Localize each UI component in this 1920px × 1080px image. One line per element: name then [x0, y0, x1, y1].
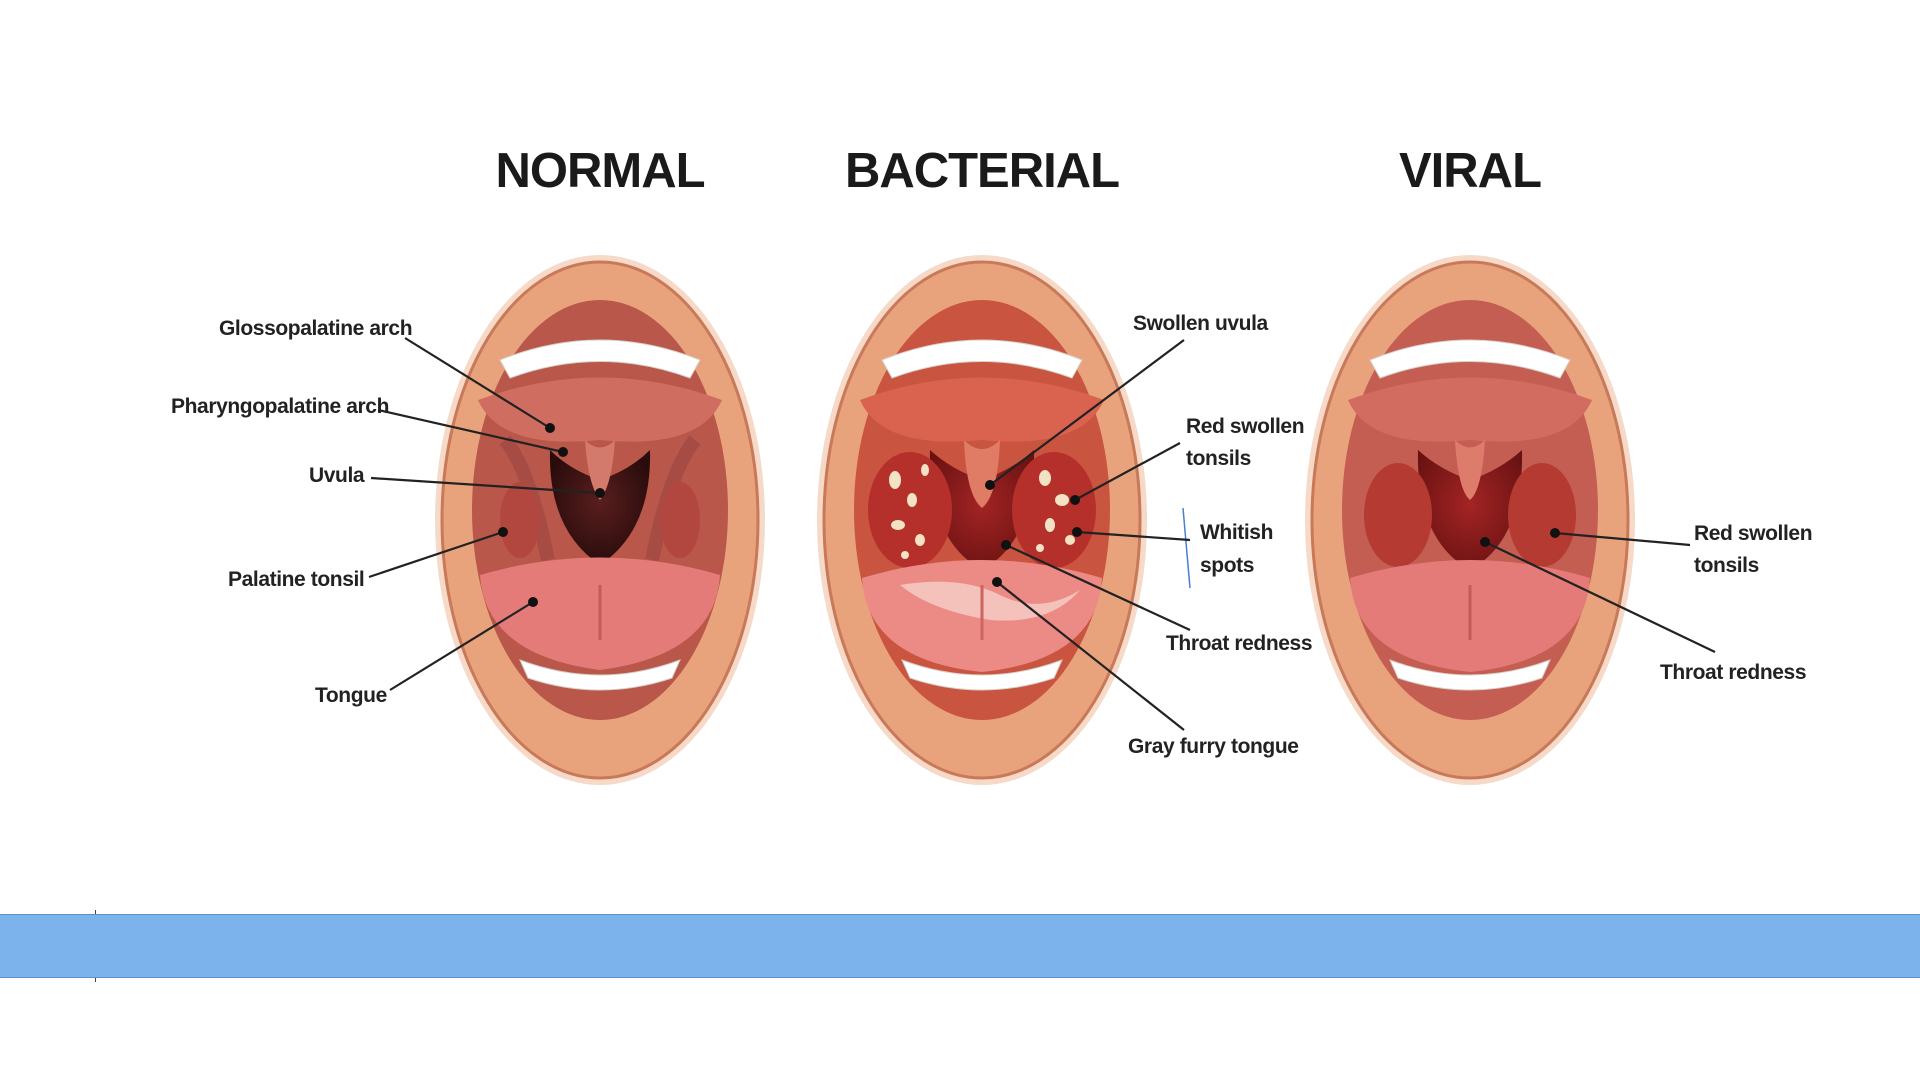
bacterial-title: BACTERIAL [845, 144, 1119, 198]
bacterial-labels: Swollen uvula Red swollen tonsils Whitis… [985, 312, 1313, 758]
footer-bar [0, 914, 1920, 978]
label-swollen-uvula: Swollen uvula [1133, 312, 1269, 335]
normal-mouth-illustration [435, 255, 765, 785]
normal-labels: Glossopalatine arch Pharyngopalatine arc… [171, 317, 605, 707]
viral-mouth-illustration [1305, 255, 1635, 785]
bacterial-mouth-illustration [817, 255, 1147, 785]
label-red-swollen-tonsils-viral-line1: Red swollen [1694, 522, 1812, 545]
label-red-swollen-tonsils-line2: tonsils [1186, 447, 1251, 470]
whitish-spots-bracket [1182, 507, 1191, 589]
label-throat-redness-bacterial: Throat redness [1166, 632, 1312, 655]
label-red-swollen-tonsils-viral-line2: tonsils [1694, 554, 1759, 577]
label-whitish-spots-line2: spots [1200, 554, 1254, 577]
whitish-spots [889, 464, 1075, 559]
label-throat-redness-viral: Throat redness [1660, 661, 1806, 684]
viral-labels: Red swollen tonsils Throat redness [1480, 522, 1813, 684]
label-gray-furry-tongue: Gray furry tongue [1128, 735, 1299, 758]
label-glossopalatine-arch: Glossopalatine arch [219, 317, 412, 340]
normal-title: NORMAL [495, 144, 704, 198]
viral-title: VIRAL [1399, 144, 1541, 198]
label-pharyngopalatine-arch: Pharyngopalatine arch [171, 395, 389, 418]
label-whitish-spots-line1: Whitish [1200, 521, 1273, 544]
label-palatine-tonsil: Palatine tonsil [228, 568, 364, 591]
label-uvula: Uvula [309, 464, 365, 487]
label-red-swollen-tonsils-line1: Red swollen [1186, 415, 1304, 438]
label-tongue: Tongue [315, 684, 387, 707]
